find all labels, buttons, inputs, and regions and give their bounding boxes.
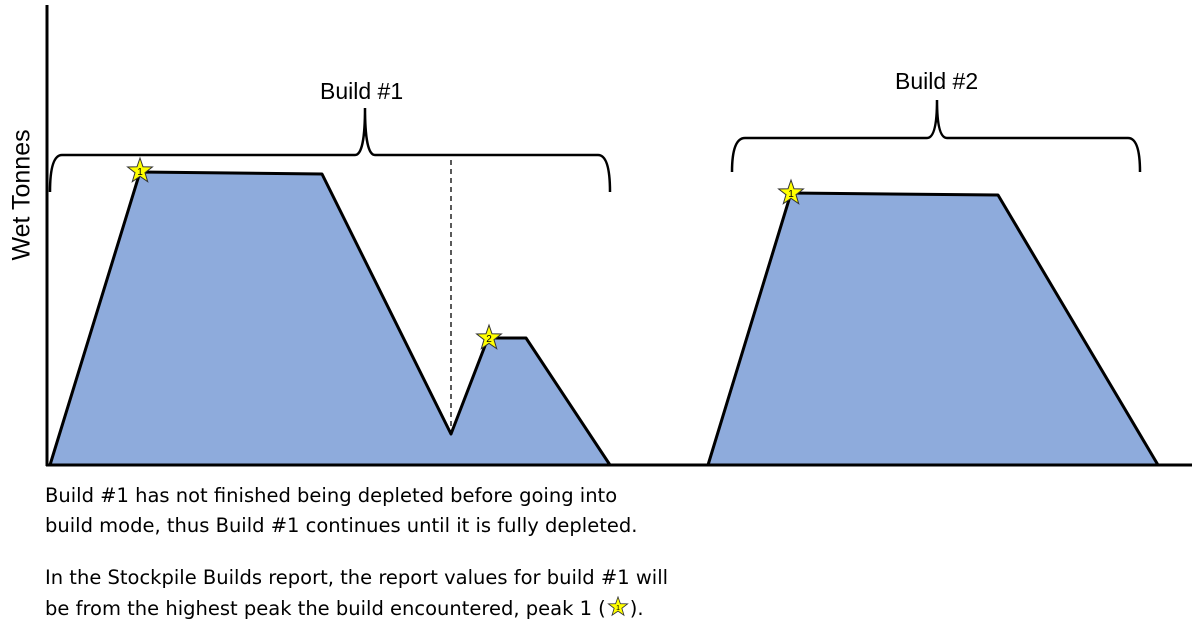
build-1-area [48, 170, 612, 467]
build-2-brace [730, 99, 1142, 173]
note-line-2: build mode, thus Build #1 continues unti… [45, 514, 638, 537]
note-line-4-text: be from the highest peak the build encou… [45, 597, 606, 620]
build-2-label: Build #2 [895, 68, 979, 94]
build-1-brace [48, 107, 612, 193]
build-2-area [706, 191, 1160, 467]
build-2-peak-1-star-icon: 1 [777, 178, 805, 205]
inline-star-number: 1 [616, 603, 620, 612]
note-line-3: In the Stockpile Builds report, the repo… [45, 566, 669, 589]
build-1-peak-1-star-icon: 1 [126, 156, 154, 183]
note-line-1: Build #1 has not finished being depleted… [45, 484, 618, 507]
star-number: 1 [788, 189, 794, 200]
peak-1-star-icon: 1 [606, 596, 629, 617]
star-number: 1 [137, 167, 143, 178]
note-line-4: be from the highest peak the build encou… [45, 596, 644, 620]
y-axis-label: Wet Tonnes [7, 129, 36, 261]
build-1-label: Build #1 [320, 78, 404, 104]
note-line-4-end: ). [629, 597, 644, 620]
star-number: 2 [486, 334, 492, 345]
build-1-peak-2-star-icon: 2 [475, 323, 503, 350]
